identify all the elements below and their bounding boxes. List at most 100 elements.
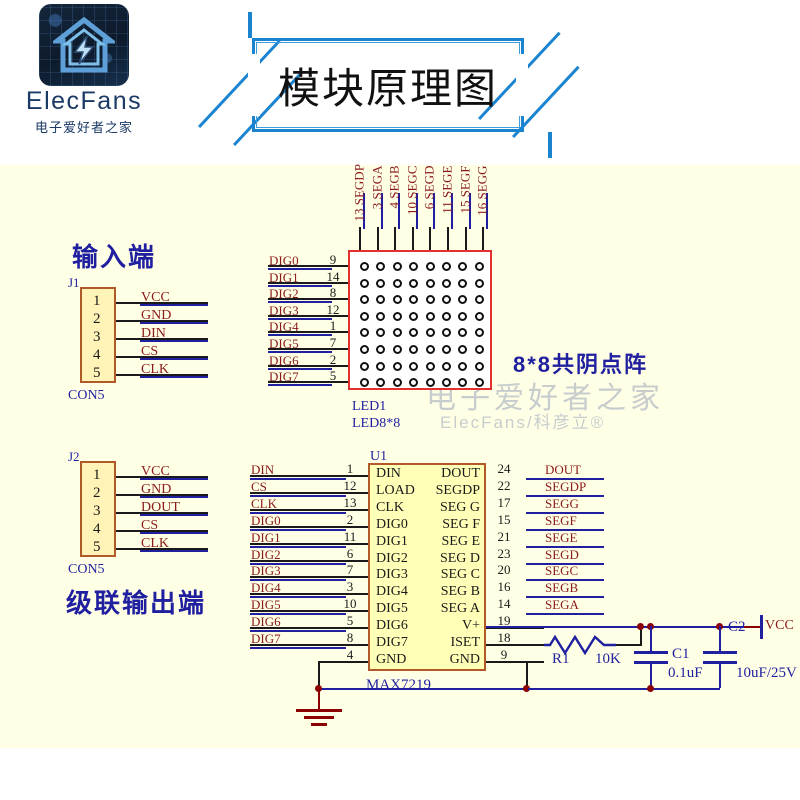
ic-right-net-label: SEGE [545,529,578,545]
matrix-top-pin-label: 10 SEGC [404,165,420,215]
ic-left-pinline [250,644,368,646]
matrix-top-netwire [451,193,453,229]
ic-right-netwire [526,494,604,497]
j1-pin-num-2: 2 [93,311,101,327]
r1-resistor-symbol[interactable] [544,633,616,657]
ic-left-pin-num: 7 [346,562,354,578]
j2-net-wire-2 [140,496,208,498]
led-dot [458,328,468,338]
j2-body[interactable] [80,461,116,557]
ic-gnd4-pinline [318,661,368,663]
ic-right-pin-name: DOUT [441,466,480,481]
logo-tagline: 电子爱好者之家 [34,120,133,135]
led-dot [376,262,386,271]
ic-part-number: MAX7219 [366,677,432,693]
ic-left-netwire [250,579,346,582]
c1-designator: C1 [672,646,690,662]
led-dot [360,295,369,305]
title-frame-gap-right [516,54,528,116]
ic-left-netwire [250,562,346,565]
led-dot [442,328,451,338]
matrix-top-netwire [468,193,471,229]
led-dot [458,361,468,371]
led-dot [442,345,451,354]
ic-left-netwire [250,596,346,599]
led-dot [392,295,402,305]
led-matrix-body[interactable] [348,250,492,390]
led-dot [458,311,468,321]
c2-bottom-lead [719,664,721,688]
c1-plate-bottom[interactable] [634,661,668,664]
page-title-box: 模块原理图 [248,38,528,132]
matrix-left-pinline [268,331,348,334]
led-dot [474,345,484,354]
j2-net-wire-3 [140,514,208,516]
input-section-heading: 输入端 [72,242,157,272]
ic-left-pinline [250,542,368,545]
j2-net-label-5: CLK [141,536,169,551]
j1-net-wire-1 [140,304,208,306]
c2-value: 10uF/25V [736,665,797,681]
led-dot [409,311,419,321]
ic-body-max7219[interactable] [368,463,486,671]
ic-right-pin-num: 21 [497,528,511,544]
vplus-junction-r1 [637,623,644,630]
matrix-left-pin-label: DIG4 [269,319,299,335]
ic-right-pin-name: ISET [450,635,480,650]
ic-left-net-label: DIN [251,462,275,477]
matrix-top-pinline [394,227,397,251]
j2-pinline-1 [116,476,208,478]
ic-left-netwire [250,613,346,616]
ic-right-pin-name: SEG G [439,499,480,515]
matrix-top-pin-label: 16 SEGG [474,165,490,216]
j2-net-wire-1 [140,478,208,480]
led-dot [425,278,435,288]
matrix-left-pin-label: DIG1 [269,269,299,285]
j1-net-wire-2 [140,322,208,324]
ic-left-pin-num: 1 [346,461,354,476]
iset-stub [486,644,544,646]
matrix-left-netwire [268,317,332,320]
ic-right-netwire [526,545,604,548]
ic-right-pin-num: 23 [497,545,511,561]
matrix-left-pinline [268,348,348,350]
ic-right-pin-num: 16 [497,579,511,595]
led-dot [360,278,369,288]
led-dot [376,361,386,371]
j1-pin-num-5: 5 [93,365,101,381]
led-dot [458,295,468,305]
ic-left-pin-name: DIN [376,466,401,481]
led-dot [376,345,386,354]
led-dot [474,278,484,288]
matrix-top-pin-label: 6 SEGD [421,165,437,210]
led-dot [442,278,451,288]
led-dot [392,328,402,338]
matrix-top-netwire [398,193,401,229]
ic-left-pin-name: DIG5 [376,601,408,617]
j2-net-label-1: VCC [141,464,170,479]
c1-plate-top[interactable] [634,651,668,654]
matrix-top-netwire [486,193,489,229]
led-dot [425,378,435,388]
matrix-top-netwire [433,193,436,229]
ic-left-pinline [250,610,368,613]
j2-net-label-3: DOUT [141,500,180,515]
ic-right-net-label: SEGD [545,546,579,562]
r1-right-lead [616,644,642,646]
j1-net-label-3: DIN [141,326,166,341]
j2-pinline-3 [116,512,208,514]
j2-footprint: CON5 [68,562,105,577]
j1-net-wire-5 [140,376,208,378]
led-dot [474,311,484,321]
title-frame-gap-left [248,54,260,116]
c2-plate-bottom[interactable] [703,661,737,664]
c2-plate-top[interactable] [703,651,737,654]
matrix-left-pin-label: DIG6 [269,352,299,368]
led-dot [409,345,419,354]
led-dot [442,311,451,321]
j1-body[interactable] [80,287,116,383]
matrix-top-pin-label: 11 SEGE [439,165,455,214]
j1-pinline-4 [116,356,208,358]
matrix-top-netwire [363,193,365,229]
j1-designator: J1 [68,275,80,290]
